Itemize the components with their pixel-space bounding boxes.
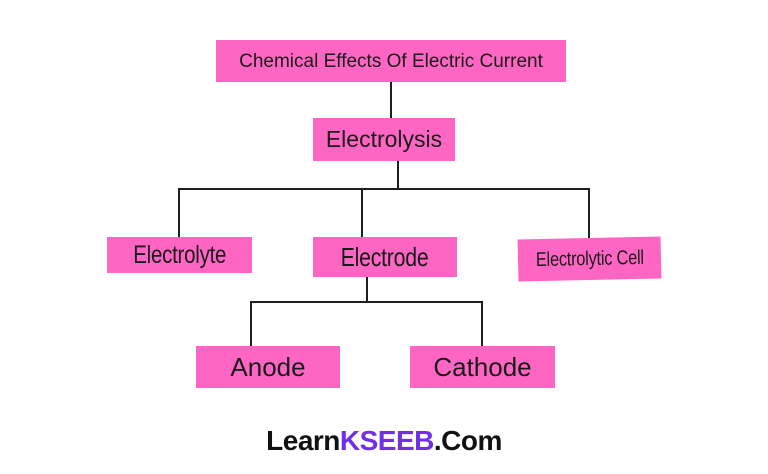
node-label: Cathode	[433, 352, 532, 382]
site-watermark: LearnKSEEB.Com	[0, 425, 768, 457]
node-chemical-effects-of-electric-current: Chemical Effects Of Electric Current	[216, 40, 566, 82]
connector-level3-horizontal	[250, 301, 483, 303]
watermark-suffix: .Com	[433, 425, 503, 456]
connector-electrolysis-stub	[397, 161, 399, 189]
connector-drop-anode	[250, 301, 252, 347]
node-label: Electrode	[341, 242, 429, 272]
node-electrode: Electrode	[313, 237, 457, 277]
connector-drop-electrolytic-cell	[588, 188, 590, 239]
connector-drop-electrolyte	[178, 188, 180, 238]
node-label: Electrolytic Cell	[535, 246, 644, 272]
node-electrolytic-cell: Electrolytic Cell	[517, 236, 662, 282]
node-electrolyte: Electrolyte	[107, 237, 252, 273]
connector-electrode-stub	[366, 277, 368, 302]
watermark-prefix: Learn	[266, 425, 340, 456]
connector-drop-electrode	[361, 188, 363, 238]
node-electrolysis: Electrolysis	[313, 118, 455, 161]
node-label: Electrolyte	[132, 240, 226, 269]
connector-root-to-electrolysis	[390, 82, 392, 119]
node-label: Anode	[230, 352, 306, 382]
watermark-brand: KSEEB	[339, 425, 434, 456]
node-anode: Anode	[196, 346, 340, 388]
node-label: Electrolysis	[325, 126, 443, 152]
node-cathode: Cathode	[410, 346, 555, 388]
connector-drop-cathode	[481, 301, 483, 347]
connector-level2-horizontal	[178, 188, 590, 190]
node-label: Chemical Effects Of Electric Current	[239, 50, 543, 72]
